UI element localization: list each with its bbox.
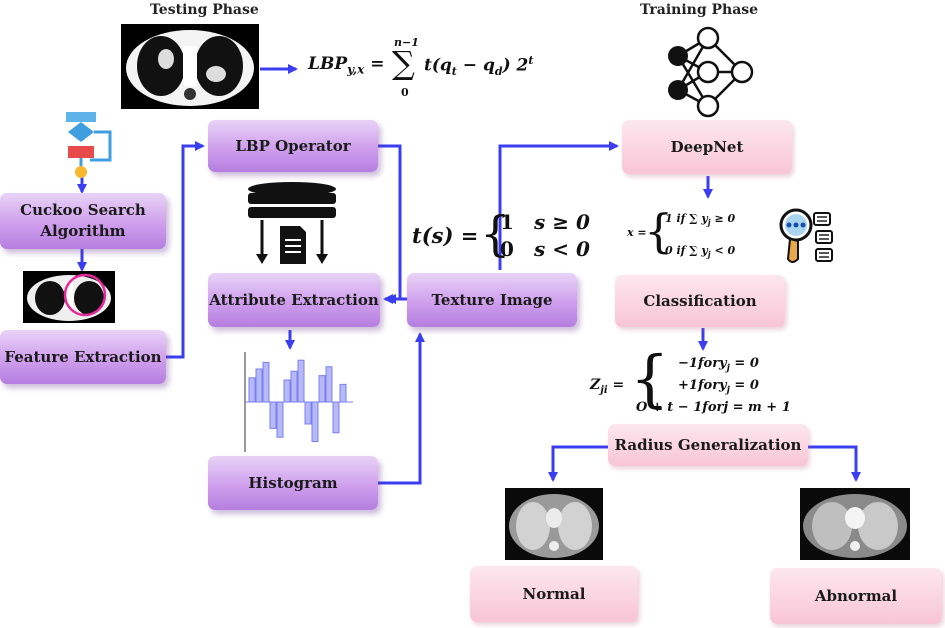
attribute-extraction-box[interactable]: Attribute Extraction [208, 273, 380, 327]
ts-row2-cond: s < 0 [534, 237, 590, 261]
x-lhs: x = [627, 226, 647, 239]
z-row1: −1fory [678, 356, 727, 371]
lbp-body-sub1: t [451, 65, 457, 79]
radius-generalization-box[interactable]: Radius Generalization [608, 424, 808, 466]
lbp-body-sup: t [528, 54, 534, 67]
histogram-bar [332, 401, 340, 434]
z-row1-sub: j [726, 363, 730, 374]
ts-formula: t(s) = { 1 s ≥ 0 0 s < 0 [412, 206, 602, 266]
x-row1: 1 if ∑ y [665, 212, 708, 225]
lbp-formula: LBPy,x = n−1 ∑ 0 t(qt − qd) 2t [308, 36, 534, 99]
normal-box[interactable]: Normal [470, 566, 638, 622]
arrow-feature-to-lbp [166, 141, 205, 359]
z-row1-end: = 0 [729, 356, 759, 371]
lbp-lhs: LBP [308, 54, 348, 74]
flowchart-icon [66, 112, 112, 178]
x-brace: { [644, 204, 674, 258]
histogram-bar [262, 361, 270, 403]
arrow-radius-to-abnormal [808, 445, 861, 482]
histogram-bar [304, 401, 312, 425]
texture-image-box[interactable]: Texture Image [407, 273, 577, 327]
lbp-body-end: ) 2 [502, 55, 529, 76]
lbp-operator-box[interactable]: LBP Operator [208, 120, 378, 172]
histogram-bar [311, 401, 319, 443]
z-row2: +1fory [678, 378, 727, 393]
histogram-box[interactable]: Histogram [208, 456, 378, 510]
lbp-body-sub2: d [494, 65, 503, 79]
histogram-bar [339, 383, 347, 403]
ts-row1-cond: s ≥ 0 [534, 210, 590, 234]
histogram-bar [255, 368, 263, 403]
deepnet-box[interactable]: DeepNet [622, 120, 792, 174]
x-row2-end: < 0 [710, 244, 736, 257]
training-phase-label: Training Phase [640, 2, 759, 18]
classification-box[interactable]: Classification [615, 275, 785, 327]
x-row2: 0 if ∑ y [665, 244, 708, 257]
testing-ct-image [121, 24, 259, 109]
histogram-bar [283, 379, 291, 403]
cuckoo-search-box[interactable]: Cuckoo Search Algorithm [0, 193, 166, 249]
lbp-body: t(q [424, 55, 452, 76]
histogram-bar [248, 377, 256, 403]
lbp-upper: n−1 [394, 36, 419, 49]
lbp-body-mid: − q [456, 55, 495, 76]
arrow-radius-to-normal [548, 445, 608, 482]
cuckoo-label-line2: Algorithm [40, 222, 126, 240]
feature-extraction-box[interactable]: Feature Extraction [0, 330, 166, 384]
lbp-sigma: ∑ [392, 44, 415, 82]
database-document-icon [248, 182, 336, 264]
histogram-bar [290, 370, 298, 403]
ts-row2-val: 0 [500, 237, 514, 261]
normal-ct-image [505, 488, 603, 560]
ts-row1-val: 1 [500, 210, 514, 234]
abnormal-ct-image [800, 488, 910, 560]
lbp-lower: 0 [401, 86, 409, 99]
lbp-sub: y,x [347, 62, 365, 77]
arrow-lbp-to-attribute [378, 144, 402, 304]
cuckoo-label-line1: Cuckoo Search [20, 201, 146, 219]
histogram-bar [325, 366, 333, 403]
x-formula: x = { 1 if ∑ yj ≥ 0 0 if ∑ yj < 0 [627, 200, 777, 266]
histogram-bar [276, 401, 284, 438]
feature-ct-image [23, 271, 115, 323]
z-row2-sub: j [726, 385, 730, 396]
z-formula: Zji = { −1foryj = 0 +1foryj = 0 O + t − … [590, 348, 820, 422]
x-row1-end: ≥ 0 [710, 212, 736, 225]
histogram-bar [269, 401, 277, 429]
arrow-texture-to-deepnet [498, 141, 619, 270]
ts-brace: { [480, 206, 511, 262]
ts-lhs: t(s) = [412, 223, 479, 248]
arrow-histogram-to-texture [378, 332, 425, 485]
z-eq: = [607, 377, 625, 393]
testing-phase-label: Testing Phase [150, 2, 259, 18]
histogram-bar [297, 359, 305, 403]
z-lhs: Z [590, 377, 601, 393]
histogram-bar [318, 375, 326, 403]
abnormal-box[interactable]: Abnormal [770, 568, 942, 624]
z-brace: { [630, 342, 670, 415]
x-row2-sub: j [707, 249, 711, 260]
histogram-graphic [244, 352, 353, 452]
magnifier-analysis-icon [779, 208, 833, 263]
neural-network-icon [668, 26, 754, 118]
z-sub: ji [600, 384, 608, 396]
x-row1-sub: j [707, 217, 711, 228]
z-row2-end: = 0 [729, 378, 759, 393]
z-row3: O + t − 1forj = m + 1 [636, 400, 791, 415]
